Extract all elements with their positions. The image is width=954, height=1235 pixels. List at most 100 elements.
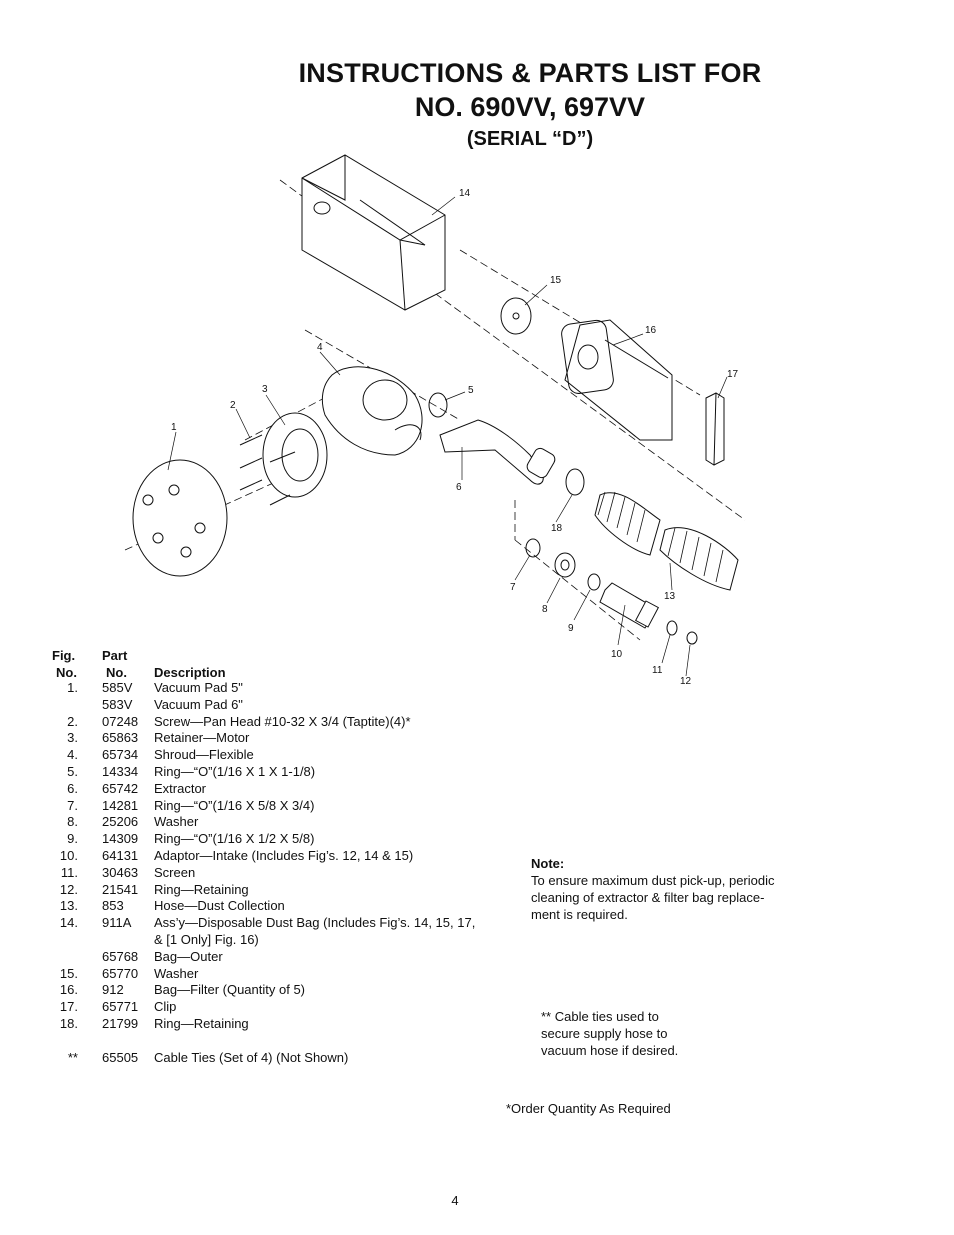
washer-15 xyxy=(500,297,532,335)
title-line-2: NO. 690VV, 697VV xyxy=(414,92,646,122)
part-no: 07248 xyxy=(102,713,139,729)
part-no: 64131 xyxy=(102,847,139,863)
description: Clip xyxy=(154,999,177,1015)
maintenance-note: Note: To ensure maximum dust pick-up, pe… xyxy=(531,855,821,923)
part-no: 65734 xyxy=(102,747,139,763)
fig-no: 11. xyxy=(60,864,78,880)
part-no: 65771 xyxy=(102,999,139,1015)
fig-no: 17. xyxy=(59,999,78,1015)
fig-no: ** xyxy=(67,1049,78,1065)
o-ring-9 xyxy=(587,573,601,591)
note-line: ment is required. xyxy=(531,907,628,922)
description: Washer xyxy=(154,814,199,830)
title-serial: (SERIAL “D”) xyxy=(466,128,594,150)
washer-8 xyxy=(554,552,576,578)
extractor xyxy=(439,419,556,485)
fig-no: 3. xyxy=(67,730,78,746)
description: Ring—“O”(1/16 X 1/2 X 5/8) xyxy=(154,831,315,847)
part-no: 585V xyxy=(102,680,133,695)
description: & [1 Only] Fig. 16) xyxy=(154,931,259,947)
part-no: 65863 xyxy=(102,730,139,746)
dust-collection-hose xyxy=(594,491,739,591)
part-no: 14334 xyxy=(102,763,139,779)
callout-2: 2 xyxy=(230,400,236,411)
part-no: 853 xyxy=(102,898,124,914)
callout-3: 3 xyxy=(262,384,268,395)
page-number: 4 xyxy=(451,1193,459,1208)
fig-no: 16. xyxy=(59,982,78,998)
description: Ring—“O”(1/16 X 1 X 1-1/8) xyxy=(154,763,316,779)
callout-17: 17 xyxy=(727,369,739,380)
part-no: 14309 xyxy=(102,831,139,847)
part-no: 65770 xyxy=(102,965,139,981)
description: Washer xyxy=(154,965,199,981)
part-no: 25206 xyxy=(102,814,139,830)
callout-18: 18 xyxy=(551,523,563,534)
part-no: 911A xyxy=(102,915,132,931)
description: Extractor xyxy=(154,780,207,796)
fig-no: 9. xyxy=(67,831,78,847)
description: Ass’y—Disposable Dust Bag (Includes Fig’… xyxy=(154,915,476,931)
description: Ring—Retaining xyxy=(154,881,249,897)
callout-16: 16 xyxy=(645,325,657,336)
fig-no: 13. xyxy=(59,898,78,914)
callout-12: 12 xyxy=(680,676,692,687)
fig-no: 18. xyxy=(59,1015,78,1031)
note-line: To ensure maximum dust pick-up, periodic xyxy=(531,873,775,888)
note-line: cleaning of extractor & filter bag repla… xyxy=(531,890,765,905)
part-no: 14281 xyxy=(102,797,139,813)
fig-no: 6. xyxy=(67,780,78,796)
callout-1: 1 xyxy=(171,422,177,433)
filter-bag xyxy=(561,319,673,441)
fig-no: 10. xyxy=(59,847,78,863)
part-no: 912 xyxy=(102,982,124,998)
description: Shroud—Flexible xyxy=(154,747,254,763)
screen xyxy=(666,620,678,636)
callout-4: 4 xyxy=(317,342,323,353)
description: Cable Ties (Set of 4) (Not Shown) xyxy=(154,1049,349,1065)
motor-retainer xyxy=(262,412,328,498)
description: Vacuum Pad 5" xyxy=(154,680,243,695)
retaining-ring-12 xyxy=(686,631,698,645)
part-no: 21799 xyxy=(102,1015,139,1031)
header-description: Description xyxy=(154,665,226,680)
header-part-top: Part xyxy=(102,648,128,663)
callout-8: 8 xyxy=(542,604,548,615)
callout-9: 9 xyxy=(568,623,574,634)
exploded-parts-diagram: 1 2 3 4 5 6 7 8 9 10 11 12 13 14 15 16 1… xyxy=(124,154,746,687)
part-no: 21541 xyxy=(102,881,139,897)
description: Hose—Dust Collection xyxy=(154,898,285,914)
flexible-shroud xyxy=(321,366,423,456)
callout-15: 15 xyxy=(550,275,562,286)
header-fig-top: Fig. xyxy=(52,648,76,663)
description: Ring—“O”(1/16 X 5/8 X 3/4) xyxy=(154,797,315,813)
description: Screen xyxy=(154,864,196,880)
fig-no: 12. xyxy=(59,881,78,897)
callout-11: 11 xyxy=(652,665,663,676)
part-no: 65768 xyxy=(102,948,139,964)
screws xyxy=(239,434,296,506)
part-no: 30463 xyxy=(102,864,139,880)
description: Bag—Outer xyxy=(154,948,223,964)
fig-no: 1. xyxy=(67,680,78,695)
callout-14: 14 xyxy=(459,188,471,199)
cable-note-line: secure supply hose to xyxy=(541,1026,668,1041)
cable-ties-note: ** Cable ties used to secure supply hose… xyxy=(541,1008,741,1059)
fig-no: 4. xyxy=(67,747,78,763)
part-no: 583V xyxy=(102,696,133,712)
vacuum-pad xyxy=(132,459,228,577)
order-quantity-note: *Order Quantity As Required xyxy=(506,1101,671,1116)
o-ring-5 xyxy=(428,392,448,418)
description: Ring—Retaining xyxy=(154,1015,249,1031)
description: Screw—Pan Head #10-32 X 3/4 (Taptite)(4)… xyxy=(154,713,411,729)
leader-lines xyxy=(167,196,728,677)
fig-no: 15. xyxy=(59,965,78,981)
header-fig-bottom: No. xyxy=(56,665,77,680)
fig-no: 8. xyxy=(67,814,78,830)
fig-no: 5. xyxy=(67,763,78,779)
callout-6: 6 xyxy=(456,482,462,493)
note-title: Note: xyxy=(531,856,565,871)
cable-note-line: vacuum hose if desired. xyxy=(541,1043,679,1058)
part-no: 65505 xyxy=(102,1049,139,1065)
dust-bag-outer xyxy=(301,154,446,311)
